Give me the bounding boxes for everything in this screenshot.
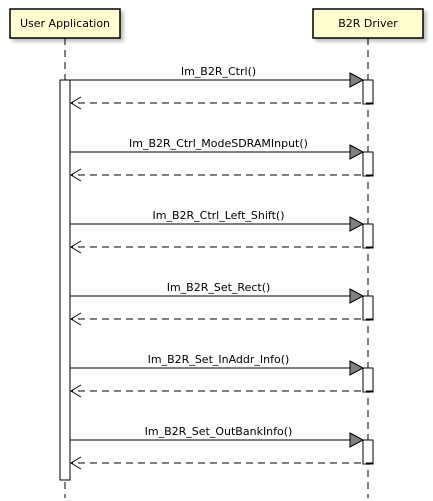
activation-bar-b2r-driver (362, 295, 374, 321)
message-1: Im_B2R_Ctrl() (70, 65, 374, 110)
message-label: Im_B2R_Ctrl_Left_Shift() (153, 209, 285, 222)
participant-user-application: User Application (9, 8, 121, 39)
message-4: Im_B2R_Set_Rect() (70, 281, 374, 326)
activation-bar-b2r-driver (362, 151, 374, 177)
return-arrow-head (70, 168, 82, 182)
return-arrow-head (70, 96, 82, 110)
participant-label-user-application: User Application (20, 17, 110, 30)
message-2: Im_B2R_Ctrl_ModeSDRAMInput() (70, 137, 374, 182)
participant-b2r-driver: B2R Driver (312, 8, 424, 39)
activation-bar-b2r-driver (362, 439, 374, 465)
call-arrow-head (349, 432, 365, 448)
activation-bar-b2r-driver (362, 367, 374, 393)
message-6: Im_B2R_Set_OutBankInfo() (70, 425, 374, 470)
message-label: Im_B2R_Ctrl_ModeSDRAMInput() (129, 137, 308, 150)
message-5: Im_B2R_Set_InAddr_Info() (70, 353, 374, 398)
return-arrow-head (70, 384, 82, 398)
message-label: Im_B2R_Set_InAddr_Info() (148, 353, 290, 366)
message-label: Im_B2R_Set_Rect() (167, 281, 271, 294)
messages-layer: Im_B2R_Ctrl() Im_B2R_Ctrl_ModeSDRAMInput(… (70, 65, 374, 470)
message-label: Im_B2R_Set_OutBankInfo() (145, 425, 293, 438)
activation-bar-b2r-driver (362, 79, 374, 105)
activation-bar-b2r-driver (362, 223, 374, 249)
message-3: Im_B2R_Ctrl_Left_Shift() (70, 209, 374, 254)
activation-bar-user-application (59, 79, 71, 481)
participant-label-b2r-driver: B2R Driver (338, 17, 398, 30)
return-arrow-head (70, 312, 82, 326)
message-label: Im_B2R_Ctrl() (181, 65, 256, 78)
call-arrow-head (349, 72, 365, 88)
call-arrow-head (349, 360, 365, 376)
call-arrow-head (349, 288, 365, 304)
return-arrow-head (70, 456, 82, 470)
return-arrow-head (70, 240, 82, 254)
call-arrow-head (349, 144, 365, 160)
call-arrow-head (349, 216, 365, 232)
